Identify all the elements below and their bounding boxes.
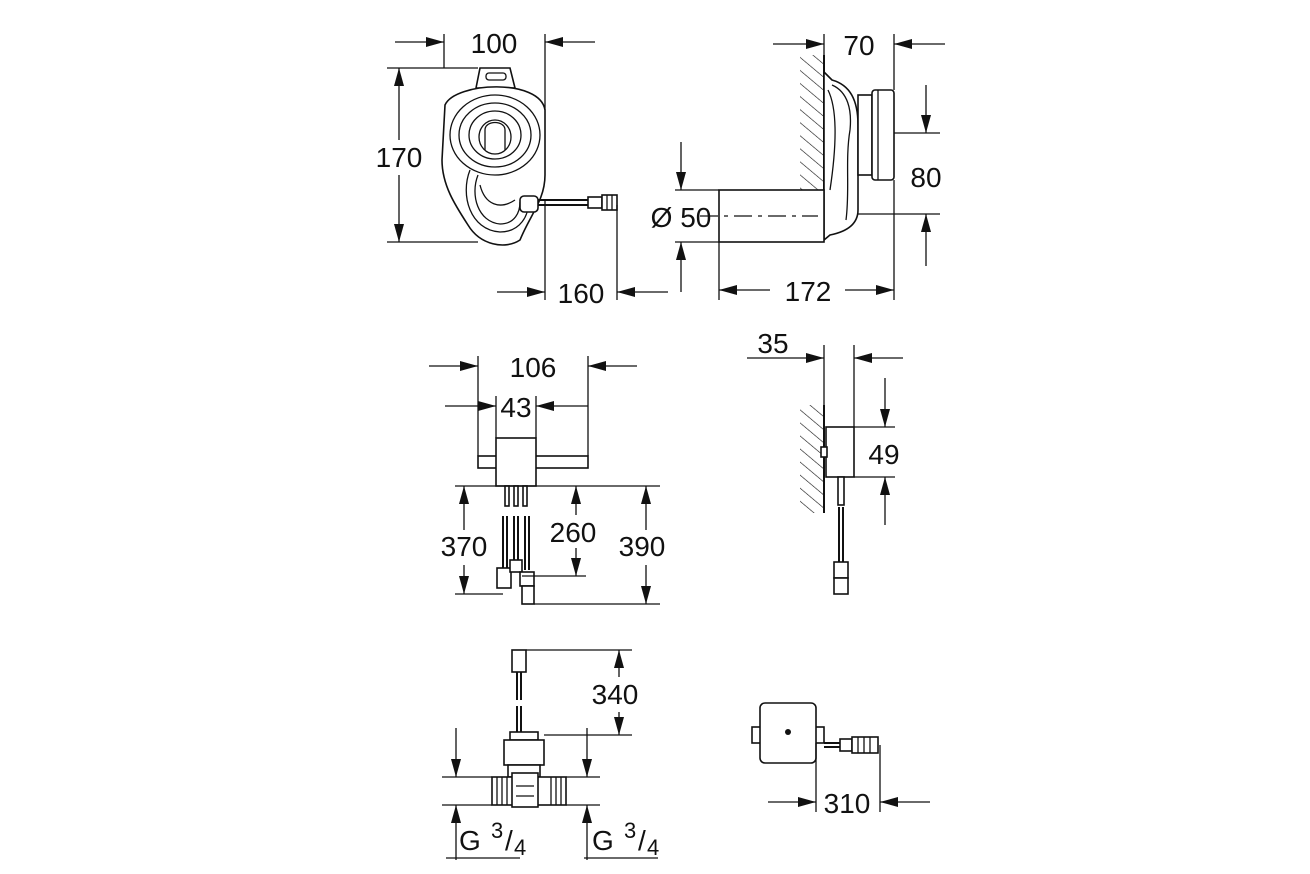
siphon-offset-label: 80 [910,162,941,193]
siphon-length-label: 172 [785,276,832,307]
sensor-cable-a-label: 370 [441,531,488,562]
power-cable-label: 310 [824,788,871,819]
sensor-depth-label: 35 [757,328,788,359]
thread-right-num: 3 [624,818,636,843]
thread-left-label: G [459,825,481,856]
siphon-height-label: 170 [376,142,423,173]
sensor-cable-b-label: 260 [550,517,597,548]
siphon-side-view: 70 80 Ø 50 172 [651,30,945,307]
thread-left-num: 3 [491,818,503,843]
sensor-cable-c-label: 390 [619,531,666,562]
thread-right-den: 4 [647,835,659,860]
sensor-height-label: 49 [868,439,899,470]
thread-left-den: 4 [514,835,526,860]
pipe-diameter-label: Ø 50 [651,202,712,233]
siphon-front-view: 100 170 160 [376,28,668,309]
siphon-cable-label: 160 [558,278,605,309]
sensor-front-view: 106 43 370 260 390 [429,352,666,605]
power-box-view: 310 [751,702,930,819]
sensor-width-label: 106 [510,352,557,383]
valve-cable-label: 340 [592,679,639,710]
sensor-inner-label: 43 [500,392,531,423]
thread-right-label: G [592,825,614,856]
thread-right-slash: / [638,825,646,856]
sensor-side-view: 35 49 [747,328,903,595]
thread-left-slash: / [505,825,513,856]
siphon-depth-label: 70 [843,30,874,61]
valve-view: 340 G 3 / 4 G 3 / 4 [442,649,659,860]
siphon-width-label: 100 [471,28,518,59]
